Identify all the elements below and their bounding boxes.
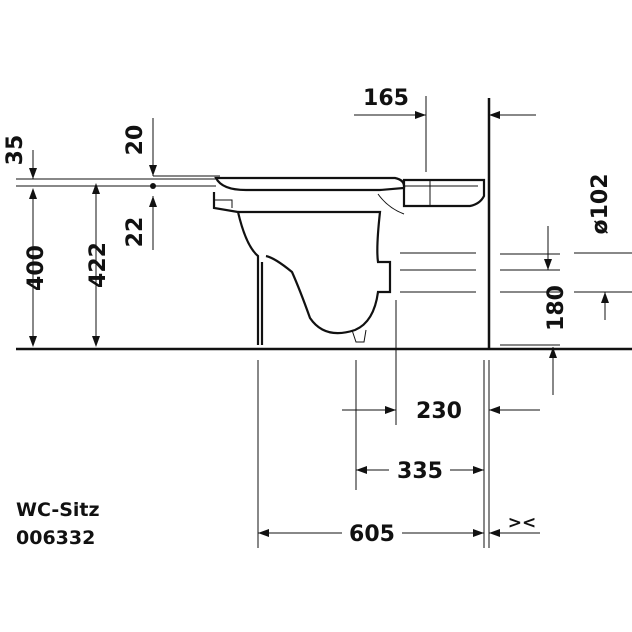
dim-165: 165	[354, 86, 500, 119]
dim-102-label: ø102	[588, 173, 613, 234]
dim-230-label: 230	[416, 399, 462, 424]
extension-lines	[16, 96, 632, 548]
dim-422-label: 422	[86, 242, 111, 288]
dim-20-22: 20 22	[123, 118, 157, 250]
dim-605: 605	[258, 522, 540, 547]
dim-180: 180	[544, 285, 569, 395]
dim-180-label: 180	[544, 285, 569, 331]
dim-165-label: 165	[363, 86, 409, 111]
dim-335-label: 335	[397, 459, 443, 484]
caption-line-2: 006332	[16, 527, 95, 549]
dim-35: 35	[3, 135, 37, 179]
dim-102: ø102	[544, 173, 613, 320]
dim-335: 335	[356, 459, 484, 484]
toilet-body	[212, 176, 486, 345]
dim-22-label: 22	[123, 217, 148, 248]
dim-400: 400	[24, 188, 49, 347]
dim-605-label: 605	[349, 522, 395, 547]
dim-35-label: 35	[3, 135, 28, 166]
caption-line-1: WC-Sitz	[16, 499, 100, 521]
dim-20-label: 20	[123, 125, 148, 156]
dim-422: 422	[86, 183, 111, 347]
dim-400-label: 400	[24, 245, 49, 291]
dim-230: 230	[342, 399, 540, 424]
offset-marker: ><	[508, 513, 537, 533]
